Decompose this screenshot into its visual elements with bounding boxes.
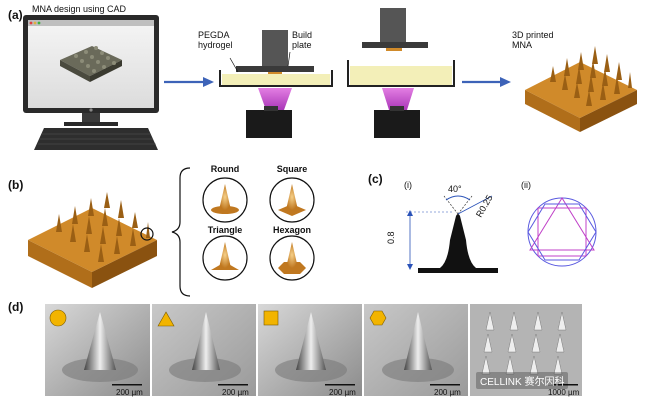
tip-triangle — [202, 235, 248, 281]
panel-b-mna-array — [28, 192, 157, 288]
tip-hexagon — [269, 235, 315, 281]
computer-monitor — [23, 15, 159, 126]
brace — [171, 167, 191, 297]
shape-label-round: Round — [210, 164, 240, 174]
scale-bar-label-5: 1000 µm — [548, 388, 580, 397]
needle-profile — [406, 195, 498, 273]
process-arrow-1 — [164, 77, 214, 87]
panel-a-label: (a) — [8, 8, 23, 22]
cross-section-outline — [527, 197, 597, 267]
tip-square — [269, 177, 315, 223]
panel-d-label: (d) — [8, 300, 24, 314]
build-plate-pointer — [287, 51, 291, 67]
scale-bar-label-4: 200 µm — [434, 388, 461, 397]
panel-c-sub-i: (i) — [404, 180, 412, 190]
cad-caption: MNA design using CAD — [32, 4, 127, 14]
scale-bar-label-2: 200 µm — [222, 388, 249, 397]
keyboard — [34, 128, 158, 150]
build-plate-label: Build plate — [292, 30, 313, 50]
sem-image-array — [470, 304, 582, 396]
panel-c-sub-ii: (ii) — [521, 180, 531, 190]
printer-setup-1 — [219, 30, 333, 138]
shape-label-square: Square — [276, 164, 308, 174]
shape-label-triangle: Triangle — [207, 225, 243, 235]
sem-image-square — [258, 304, 362, 396]
sem-image-triangle — [152, 304, 256, 396]
printed-mna-label: 3D printed MNA — [512, 30, 554, 50]
hydrogel-pointer — [229, 57, 239, 73]
panel-b-label: (b) — [8, 178, 24, 192]
tip-round — [202, 177, 248, 223]
hydrogel-label: PEGDA hydrogel — [198, 30, 233, 50]
shape-label-hexagon: Hexagon — [272, 225, 311, 235]
height-label: 0.8 — [386, 231, 396, 244]
scale-bar-label-1: 200 µm — [116, 388, 143, 397]
angle-label: 40° — [448, 184, 462, 194]
printer-setup-2 — [347, 8, 455, 138]
scale-bar-label-3: 200 µm — [329, 388, 356, 397]
process-arrow-2 — [462, 77, 511, 87]
panel-c-label: (c) — [368, 172, 383, 186]
sem-image-round — [45, 304, 150, 396]
sem-image-hexagon — [364, 304, 468, 396]
printed-mna-array — [525, 46, 637, 132]
watermark: CELLINK 赛尔因科 — [476, 372, 569, 389]
